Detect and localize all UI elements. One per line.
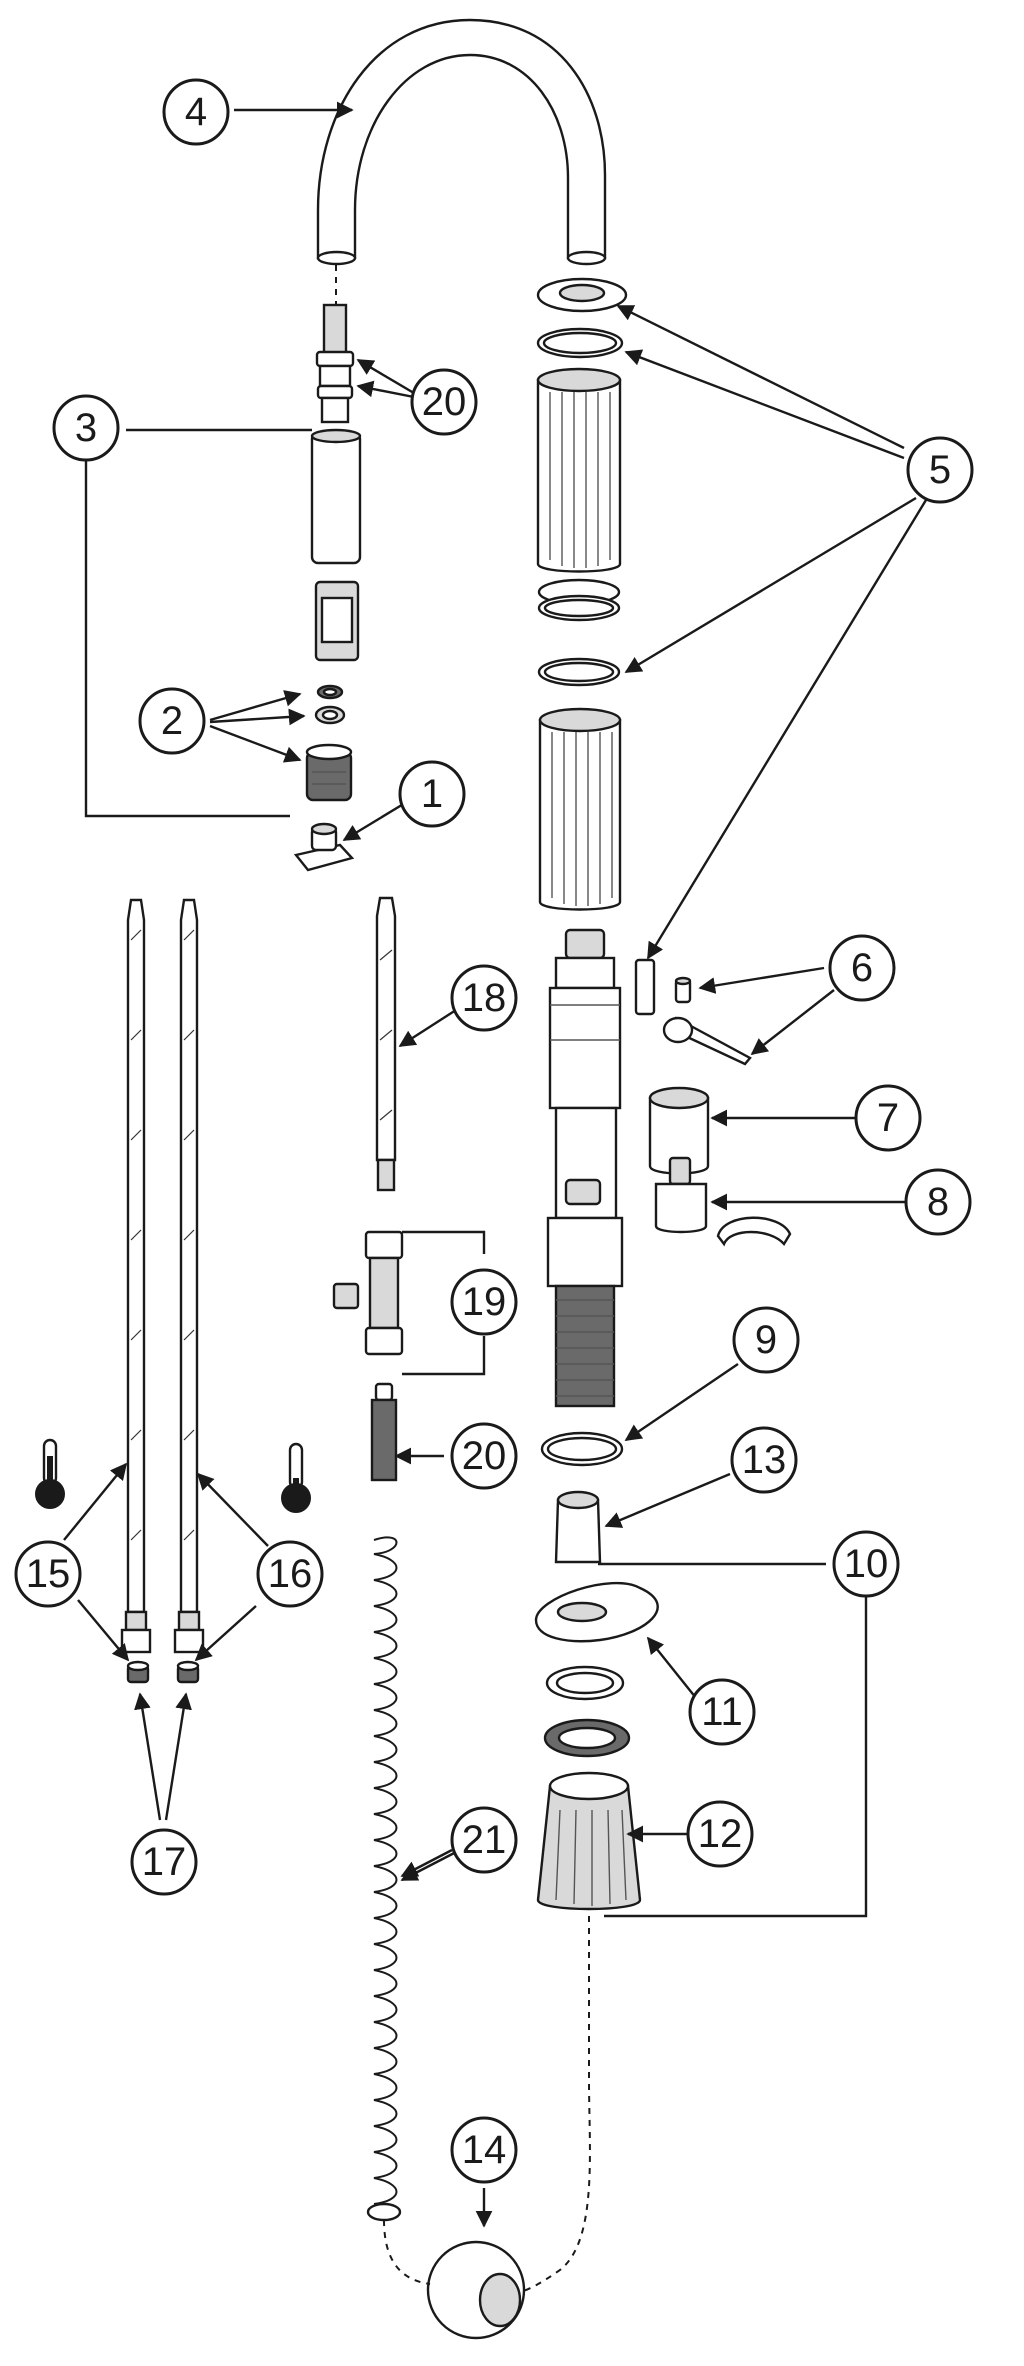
svg-text:9: 9 xyxy=(755,1318,777,1362)
svg-text:19: 19 xyxy=(462,1280,507,1324)
svg-text:16: 16 xyxy=(268,1552,313,1596)
callout-6: 6 xyxy=(828,934,896,1002)
svg-text:8: 8 xyxy=(927,1180,949,1224)
callout-19: 19 xyxy=(450,1268,518,1336)
svg-text:5: 5 xyxy=(929,448,951,492)
callout-2: 2 xyxy=(138,687,206,755)
hose-connector xyxy=(315,303,355,424)
callout-20-top: 20 xyxy=(410,368,478,436)
svg-text:18: 18 xyxy=(462,976,507,1020)
callout-20-bottom: 20 xyxy=(450,1422,518,1490)
handle-adapter xyxy=(648,1086,710,1175)
callout-17: 17 xyxy=(130,1828,198,1896)
callout-11: 11 xyxy=(688,1678,756,1746)
svg-text:2: 2 xyxy=(161,699,183,743)
cartridge xyxy=(654,1156,708,1234)
screen-washer xyxy=(314,705,346,725)
svg-text:11: 11 xyxy=(701,1690,743,1734)
callout-13: 13 xyxy=(730,1426,798,1494)
callout-15: 15 xyxy=(14,1540,82,1608)
spout xyxy=(316,18,607,266)
threaded-shank xyxy=(554,1284,616,1408)
callout-9: 9 xyxy=(732,1306,800,1374)
mid-rings xyxy=(537,578,621,687)
svg-text:17: 17 xyxy=(142,1840,187,1884)
callout-5: 5 xyxy=(906,436,974,504)
lower-sleeve xyxy=(538,707,622,911)
aerator-sleeve xyxy=(310,428,362,565)
svg-text:14: 14 xyxy=(462,2128,507,2172)
callout-10: 10 xyxy=(832,1530,900,1598)
svg-text:6: 6 xyxy=(851,946,873,990)
upper-sleeve xyxy=(536,367,622,573)
svg-text:21: 21 xyxy=(462,1818,507,1862)
callout-12: 12 xyxy=(686,1800,754,1868)
o-ring-9 xyxy=(540,1431,624,1467)
supply-hose-cold xyxy=(173,898,205,1654)
callout-4: 4 xyxy=(162,78,230,146)
svg-text:20: 20 xyxy=(462,1434,507,1478)
svg-text:15: 15 xyxy=(26,1552,71,1596)
handle-lever xyxy=(662,1016,752,1066)
spacer-13 xyxy=(554,1490,602,1564)
callout-18: 18 xyxy=(450,964,518,1032)
supply-hose-hot xyxy=(120,898,152,1654)
svg-text:12: 12 xyxy=(698,1812,743,1856)
svg-text:3: 3 xyxy=(75,406,97,450)
retaining-clip xyxy=(716,1216,792,1247)
callout-7: 7 xyxy=(854,1084,922,1152)
aerator-key xyxy=(293,822,355,872)
hose-gasket-cold xyxy=(176,1660,200,1684)
callout-16: 16 xyxy=(256,1540,324,1608)
cold-thermometer-icon xyxy=(281,1442,311,1513)
svg-text:7: 7 xyxy=(877,1096,899,1140)
pull-down-hose xyxy=(375,896,397,1192)
callout-3: 3 xyxy=(52,394,120,462)
hose-gasket-hot xyxy=(126,1660,150,1684)
svg-text:4: 4 xyxy=(185,90,207,134)
spout-o-ring xyxy=(536,327,624,359)
weight-spring-21 xyxy=(366,1536,402,2222)
hose-coupling-19 xyxy=(332,1230,404,1356)
hot-thermometer-icon xyxy=(35,1438,65,1509)
spout-cap-washer xyxy=(536,277,628,313)
svg-text:20: 20 xyxy=(422,380,467,424)
gasket-dark xyxy=(543,1718,631,1758)
svg-text:10: 10 xyxy=(844,1542,889,1586)
callout-8: 8 xyxy=(904,1168,972,1236)
svg-text:13: 13 xyxy=(742,1438,787,1482)
seal-ring-small xyxy=(316,684,344,700)
hose-end-20 xyxy=(370,1382,398,1482)
gasket-light xyxy=(545,1665,625,1701)
clip-5 xyxy=(634,958,656,1016)
valve-body xyxy=(546,928,624,1288)
set-screw xyxy=(674,976,692,1004)
aerator-housing xyxy=(305,743,353,802)
callout-14: 14 xyxy=(450,2116,518,2184)
svg-text:1: 1 xyxy=(421,772,443,816)
callout-21: 21 xyxy=(450,1806,518,1874)
counterweight-14 xyxy=(426,2240,526,2340)
callout-1: 1 xyxy=(398,760,466,828)
mounting-nut-12 xyxy=(536,1771,642,1911)
base-plate-11 xyxy=(534,1581,659,1643)
diverter-body xyxy=(314,580,360,662)
